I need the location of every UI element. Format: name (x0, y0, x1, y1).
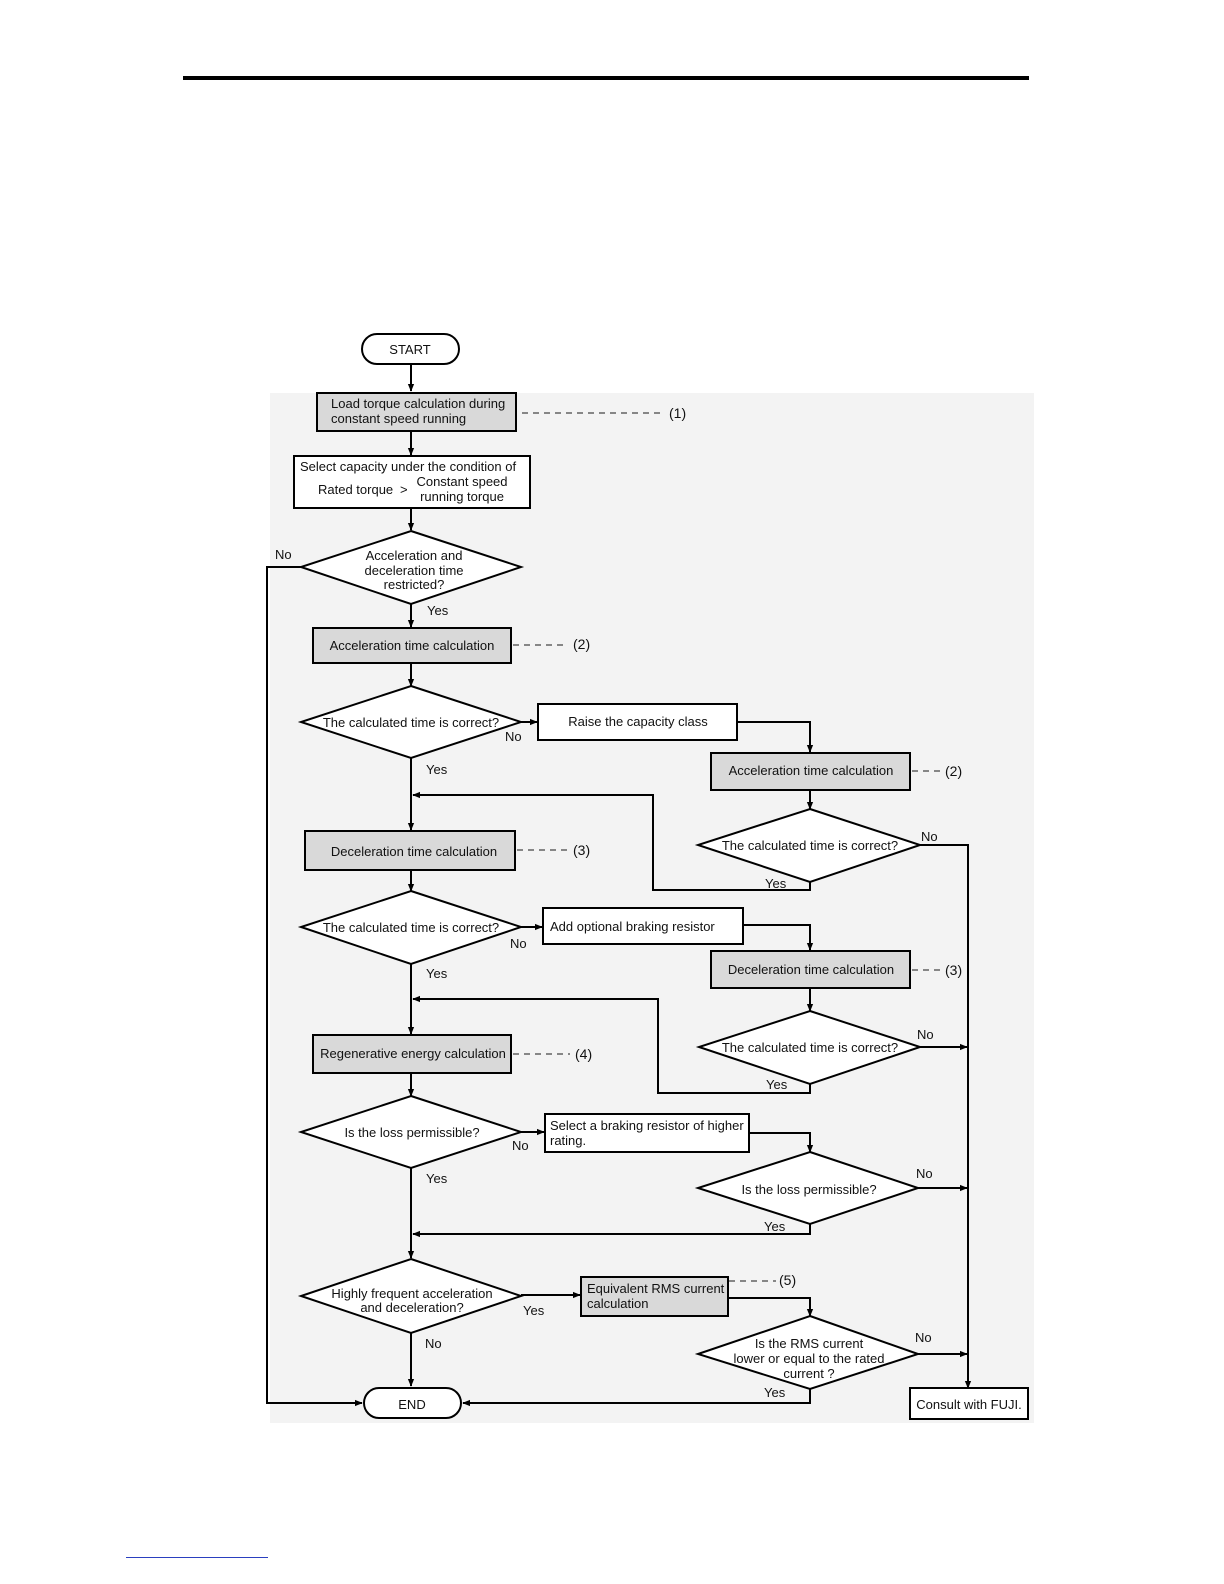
high-freq-decision (297, 1257, 525, 1335)
accel-calc-box (312, 627, 512, 664)
rated-torque-label: Rated torque (318, 482, 393, 497)
decel-calc-box-right (710, 950, 911, 989)
no-label-accel: No (505, 729, 522, 744)
ref-4: (4) (575, 1046, 592, 1062)
yes-label-decel: Yes (426, 966, 448, 981)
yes-label-high-freq: Yes (523, 1303, 545, 1318)
greater-than-sign: > (400, 482, 408, 497)
ref-1: (1) (669, 405, 686, 421)
high-freq-line1: Highly frequent acceleration (331, 1286, 492, 1301)
connectors (266, 364, 972, 1407)
loss-permissible-decision-right (694, 1150, 922, 1226)
accel-calc-box-right (710, 752, 911, 791)
footer-link-underline (126, 1557, 268, 1558)
loss-permissible-decision (297, 1094, 525, 1170)
no-label-loss-right: No (916, 1166, 933, 1181)
rms-calc-line2: calculation (587, 1296, 648, 1311)
select-higher-line1: Select a braking resistor of higher (550, 1118, 744, 1133)
no-label-high-freq: No (425, 1336, 442, 1351)
accel-calc-label: Acceleration time calculation (330, 638, 495, 653)
consult-box (909, 1387, 1029, 1420)
rms-question-line1: Is the RMS current (755, 1336, 864, 1351)
end-label: END (398, 1397, 425, 1412)
decel-correct-right-label: The calculated time is correct? (722, 1040, 898, 1055)
yes-label-restricted: Yes (427, 603, 449, 618)
start-terminal (361, 333, 460, 365)
decel-correct-decision-right (695, 1009, 924, 1086)
raise-capacity-label: Raise the capacity class (568, 714, 708, 729)
yes-label-loss: Yes (426, 1171, 448, 1186)
start-label: START (389, 342, 430, 357)
no-label-loss: No (512, 1138, 529, 1153)
raise-capacity-box (537, 703, 738, 741)
ref-2: (2) (573, 636, 590, 652)
decel-correct-decision (297, 889, 525, 966)
ref-3-right: (3) (945, 962, 962, 978)
yes-label-decel-right: Yes (766, 1077, 788, 1092)
load-torque-box (316, 392, 517, 432)
yes-label-rms: Yes (764, 1385, 786, 1400)
constant-speed-line1: Constant speed (416, 474, 507, 489)
yes-label-accel-right: Yes (765, 876, 787, 891)
yes-label-accel: Yes (426, 762, 448, 777)
accel-correct-decision-right (694, 807, 924, 884)
regen-calc-box (312, 1034, 512, 1074)
rms-calc-box (580, 1276, 729, 1317)
end-terminal (363, 1387, 462, 1419)
accel-decel-restricted-decision (297, 529, 525, 606)
no-label-decel: No (510, 936, 527, 951)
restricted-line2: deceleration time (365, 563, 464, 578)
load-torque-line1: Load torque calculation during (331, 396, 505, 411)
decel-calc-label: Deceleration time calculation (331, 844, 497, 859)
ref-3: (3) (573, 842, 590, 858)
ref-5: (5) (779, 1272, 796, 1288)
select-capacity-box (293, 455, 531, 509)
no-label-decel-right: No (917, 1027, 934, 1042)
rms-calc-line1: Equivalent RMS current (587, 1281, 725, 1296)
loss-permissible-right-label: Is the loss permissible? (741, 1182, 876, 1197)
rms-decision (694, 1314, 922, 1391)
restricted-line1: Acceleration and (366, 548, 463, 563)
consult-label: Consult with FUJI. (916, 1397, 1021, 1412)
no-label-rms: No (915, 1330, 932, 1345)
no-label-restricted: No (275, 547, 292, 562)
constant-speed-line2: running torque (420, 489, 504, 504)
select-higher-box (544, 1113, 750, 1153)
rms-question-line2: lower or equal to the rated (733, 1351, 884, 1366)
decel-correct-label: The calculated time is correct? (323, 920, 499, 935)
high-freq-line2: and deceleration? (360, 1300, 463, 1315)
restricted-line3: restricted? (384, 577, 445, 592)
load-torque-line2: constant speed running (331, 411, 466, 426)
regen-calc-label: Regenerative energy calculation (320, 1046, 506, 1061)
reference-leaders (513, 412, 941, 1282)
rms-question-line3: current ? (783, 1366, 834, 1381)
ref-2-right: (2) (945, 763, 962, 779)
loss-permissible-label: Is the loss permissible? (344, 1125, 479, 1140)
decel-calc-box (304, 830, 516, 871)
yes-label-loss-right: Yes (764, 1219, 786, 1234)
accel-correct-label: The calculated time is correct? (323, 715, 499, 730)
add-resistor-label: Add optional braking resistor (550, 919, 715, 934)
select-capacity-line1: Select capacity under the condition of (300, 459, 516, 474)
add-resistor-box (542, 907, 744, 945)
decel-calc-right-label: Deceleration time calculation (728, 962, 894, 977)
accel-correct-right-label: The calculated time is correct? (722, 838, 898, 853)
accel-calc-right-label: Acceleration time calculation (729, 763, 894, 778)
no-label-accel-right: No (921, 829, 938, 844)
select-higher-line2: rating. (550, 1133, 586, 1148)
accel-correct-decision (297, 684, 525, 760)
